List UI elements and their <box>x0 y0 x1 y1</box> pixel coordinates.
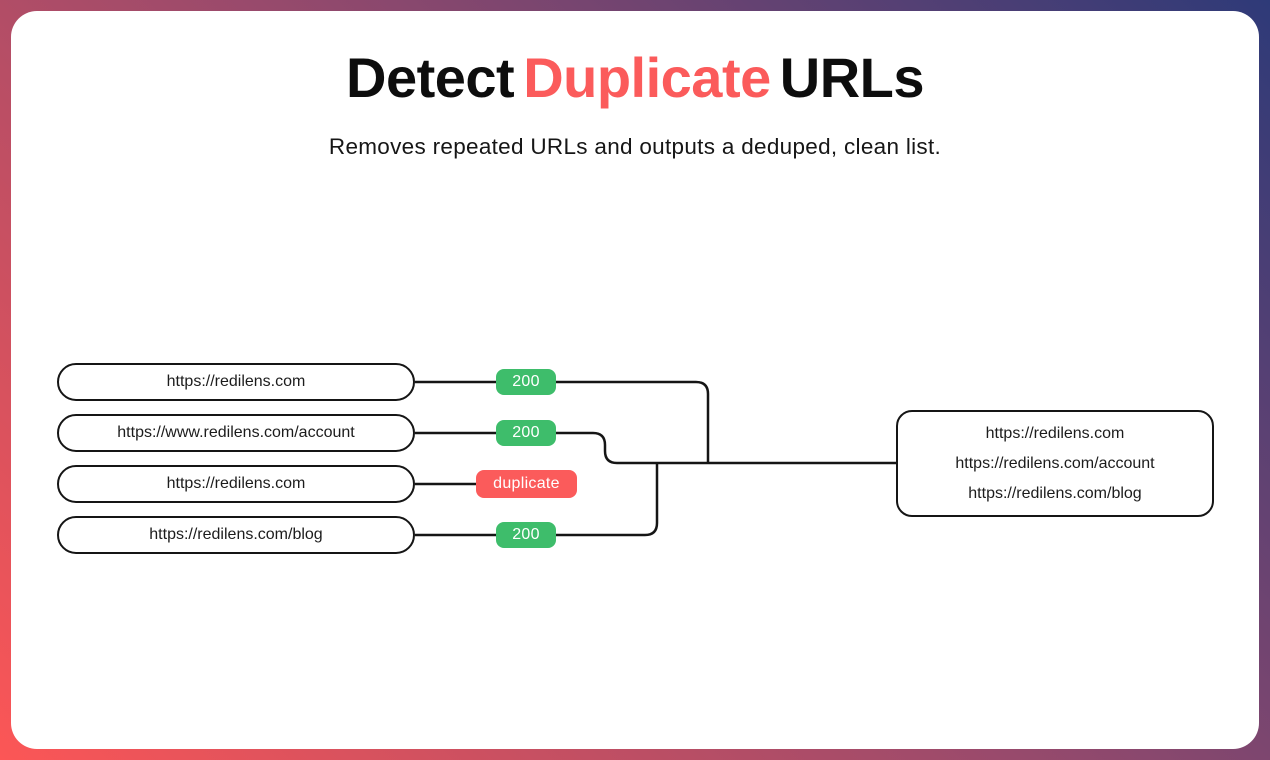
status-badge-duplicate: duplicate <box>476 470 577 498</box>
output-url: https://redilens.com/account <box>955 454 1155 472</box>
input-url-pill-3: https://redilens.com <box>57 465 415 503</box>
subtitle: Removes repeated URLs and outputs a dedu… <box>328 134 942 159</box>
title-part-urls: URLs <box>779 46 925 109</box>
wire-badge2-to-output <box>556 431 896 465</box>
input-url-label: https://redilens.com <box>166 475 306 492</box>
deduped-output-box: https://redilens.com https://redilens.co… <box>896 410 1214 517</box>
input-url-pill-1: https://redilens.com <box>57 363 415 401</box>
input-url-pill-2: https://www.redilens.com/account <box>57 414 415 452</box>
status-badge-200: 200 <box>496 522 556 548</box>
input-url-label: https://redilens.com <box>166 373 306 390</box>
input-url-pill-4: https://redilens.com/blog <box>57 516 415 554</box>
wire-badge1-to-merge <box>556 380 710 463</box>
title-highlight-duplicate: Duplicate <box>523 46 771 109</box>
status-badge-200: 200 <box>496 420 556 446</box>
input-url-label: https://www.redilens.com/account <box>117 424 355 441</box>
status-badge-200: 200 <box>496 369 556 395</box>
title-part-detect: Detect <box>346 46 515 109</box>
output-url: https://redilens.com/blog <box>968 484 1142 502</box>
output-url: https://redilens.com <box>985 424 1125 442</box>
input-url-label: https://redilens.com/blog <box>149 526 323 543</box>
